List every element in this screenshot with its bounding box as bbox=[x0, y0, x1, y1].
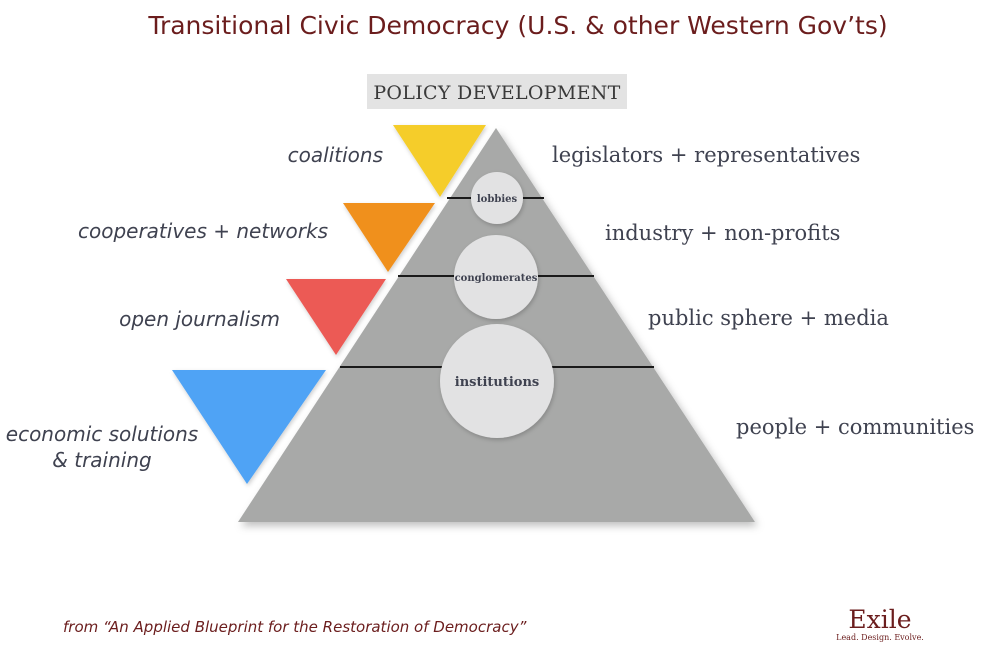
coalitions-label: coalitions bbox=[288, 143, 383, 167]
institutions-circle bbox=[440, 324, 554, 438]
journalism-label: open journalism bbox=[119, 307, 280, 331]
journalism-triangle bbox=[286, 279, 386, 355]
economic-label-line1: economic solutions bbox=[6, 422, 198, 446]
conglomerates-label: conglomerates bbox=[455, 273, 538, 284]
policy-development-box bbox=[367, 74, 627, 109]
logo-tagline: Lead. Design. Evolve. bbox=[836, 633, 924, 642]
institutions-label: institutions bbox=[455, 375, 540, 390]
people-label: people + communities bbox=[736, 415, 974, 439]
policy-development-label: POLICY DEVELOPMENT bbox=[373, 82, 620, 104]
citation-text: from “An Applied Blueprint for the Resto… bbox=[63, 618, 527, 636]
exile-logo: Exile bbox=[848, 605, 911, 634]
diagram-title: Transitional Civic Democracy (U.S. & oth… bbox=[147, 11, 887, 40]
lobbies-circle bbox=[471, 172, 523, 224]
coalitions-triangle bbox=[393, 125, 486, 197]
cooperatives-triangle bbox=[343, 203, 435, 272]
economic-label-line2: & training bbox=[52, 448, 151, 472]
lobbies-label: lobbies bbox=[477, 194, 518, 205]
public-sphere-label: public sphere + media bbox=[648, 306, 889, 330]
cooperatives-label: cooperatives + networks bbox=[78, 219, 328, 243]
legislators-label: legislators + representatives bbox=[552, 143, 860, 167]
economic-triangle bbox=[172, 370, 326, 484]
industry-label: industry + non-profits bbox=[605, 221, 840, 245]
conglomerates-circle bbox=[454, 235, 538, 319]
